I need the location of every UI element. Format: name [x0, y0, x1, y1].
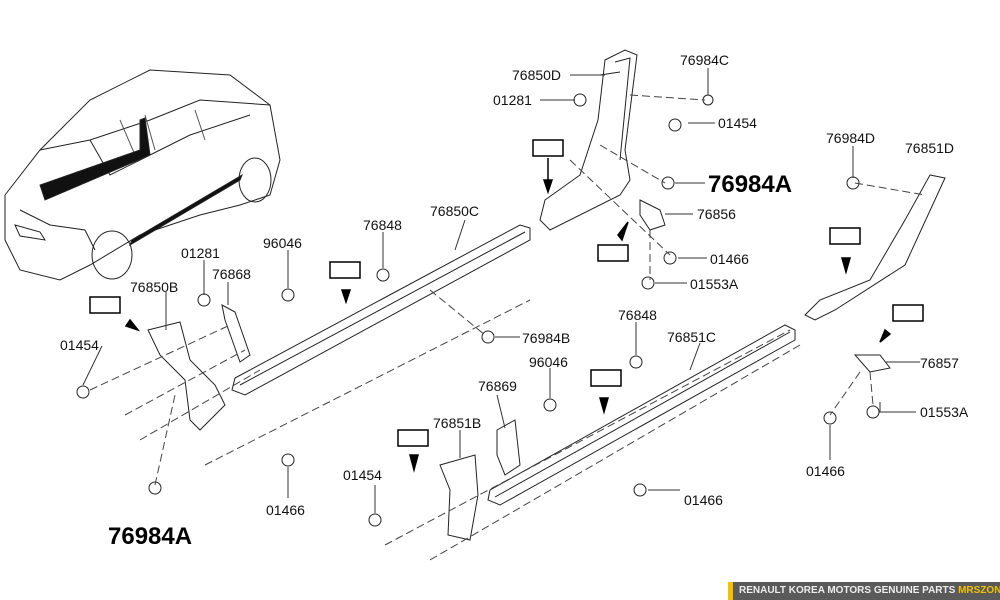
label-76868[interactable]: 76868	[212, 266, 251, 282]
label-01281[interactable]: 01281	[493, 92, 532, 108]
label-76850B[interactable]: 76850B	[130, 279, 179, 295]
part-76850C-shape	[231, 224, 531, 396]
label-76850D[interactable]: 76850D	[512, 67, 562, 83]
car-illustration	[4, 69, 281, 281]
label-76851C[interactable]: 76851C	[667, 329, 717, 345]
label-01454[interactable]: 01454	[343, 467, 382, 483]
label-01281[interactable]: 01281	[181, 245, 220, 261]
label-96046[interactable]: 96046	[263, 235, 302, 251]
part-76868-shape	[221, 304, 251, 363]
part-76851B-shape	[439, 454, 479, 541]
label-96046[interactable]: 96046	[529, 354, 568, 370]
label-76869[interactable]: 76869	[478, 378, 517, 394]
label-76984D[interactable]: 76984D	[826, 130, 876, 146]
dashed-lines	[89, 94, 926, 561]
part-76869-shape	[496, 419, 521, 476]
part-76851D-shape	[804, 174, 946, 321]
footer-banner: RENAULT KOREA MOTORS GENUINE PARTS MRSZO…	[728, 582, 1000, 600]
label-76851D[interactable]: 76851D	[905, 140, 955, 156]
fastener-clips	[76, 93, 880, 527]
label-01454[interactable]: 01454	[718, 115, 757, 131]
part-76850B-shape	[147, 321, 226, 431]
label-01553A[interactable]: 01553A	[920, 404, 969, 420]
part-76856-shape	[639, 199, 666, 231]
label-76984A-top[interactable]: 76984A	[708, 171, 793, 198]
label-01553A[interactable]: 01553A	[690, 276, 739, 292]
footer-text: RENAULT KOREA MOTORS GENUINE PARTS	[739, 585, 959, 596]
label-01466[interactable]: 01466	[684, 492, 723, 508]
label-01466[interactable]: 01466	[266, 502, 305, 518]
label-76984A-bottom[interactable]: 76984A	[108, 523, 193, 550]
label-76848[interactable]: 76848	[363, 217, 402, 233]
label-76850C[interactable]: 76850C	[430, 203, 480, 219]
label-76984B[interactable]: 76984B	[522, 330, 571, 346]
label-76984C[interactable]: 76984C	[680, 52, 730, 68]
label-76848[interactable]: 76848	[618, 307, 657, 323]
label-01466[interactable]: 01466	[806, 463, 845, 479]
leader-lines	[82, 68, 920, 513]
label-01454[interactable]: 01454	[60, 337, 99, 353]
label-76851B[interactable]: 76851B	[433, 415, 482, 431]
label-callout-boxes	[89, 139, 924, 473]
footer-brand: MRSZONE	[958, 585, 1000, 596]
label-01466[interactable]: 01466	[710, 251, 749, 267]
part-76851C-shape	[487, 324, 796, 506]
part-76857-shape	[853, 354, 891, 373]
label-76856[interactable]: 76856	[697, 206, 736, 222]
label-76857[interactable]: 76857	[920, 355, 959, 371]
